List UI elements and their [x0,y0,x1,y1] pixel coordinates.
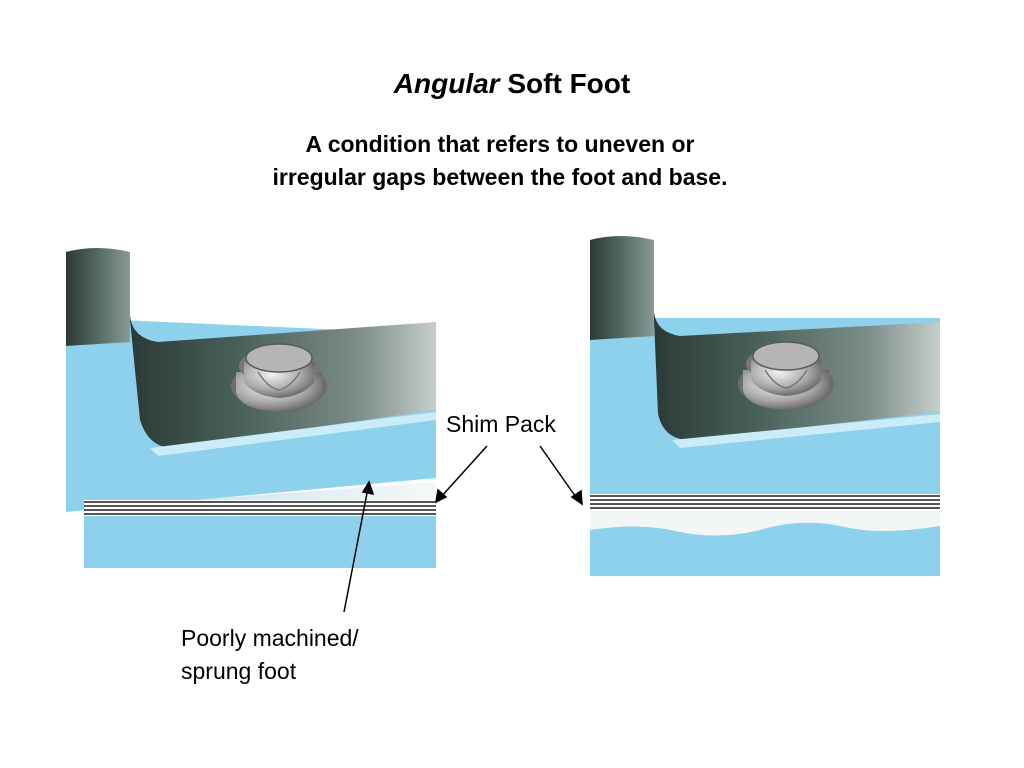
left-shim-pack [84,500,436,515]
right-casting-interior [654,240,940,440]
slide-title: Angular Soft Foot [0,68,1024,100]
right-bolt-nut-icon [738,341,834,410]
slide-subtitle: A condition that refers to uneven or irr… [0,128,1000,194]
poorly-machined-line-1: Poorly machined/ [181,625,359,651]
arrow-shim-left [439,445,488,499]
left-base [84,516,436,568]
right-ledge-highlight [672,414,940,448]
right-wavy-base [590,522,940,576]
right-shim-pack [590,494,940,510]
left-bolt-nut-icon [231,343,327,412]
subtitle-line-2: irregular gaps between the foot and base… [272,164,728,190]
right-upright-post [590,236,654,340]
title-italic-word: Angular [393,68,500,99]
right-assembly [590,236,940,576]
left-ledge-highlight [150,412,436,456]
poorly-machined-line-2: sprung foot [181,658,297,684]
poorly-machined-label: Poorly machined/ sprung foot [181,622,359,688]
title-rest: Soft Foot [507,68,631,99]
shim-pack-label: Shim Pack [446,411,556,437]
left-upright-post [66,248,130,346]
arrow-shim-right [539,445,579,501]
callout-arrows [343,445,583,613]
arrow-foot [343,487,369,613]
subtitle-line-1: A condition that refers to uneven or [305,131,695,157]
left-assembly [66,248,436,568]
